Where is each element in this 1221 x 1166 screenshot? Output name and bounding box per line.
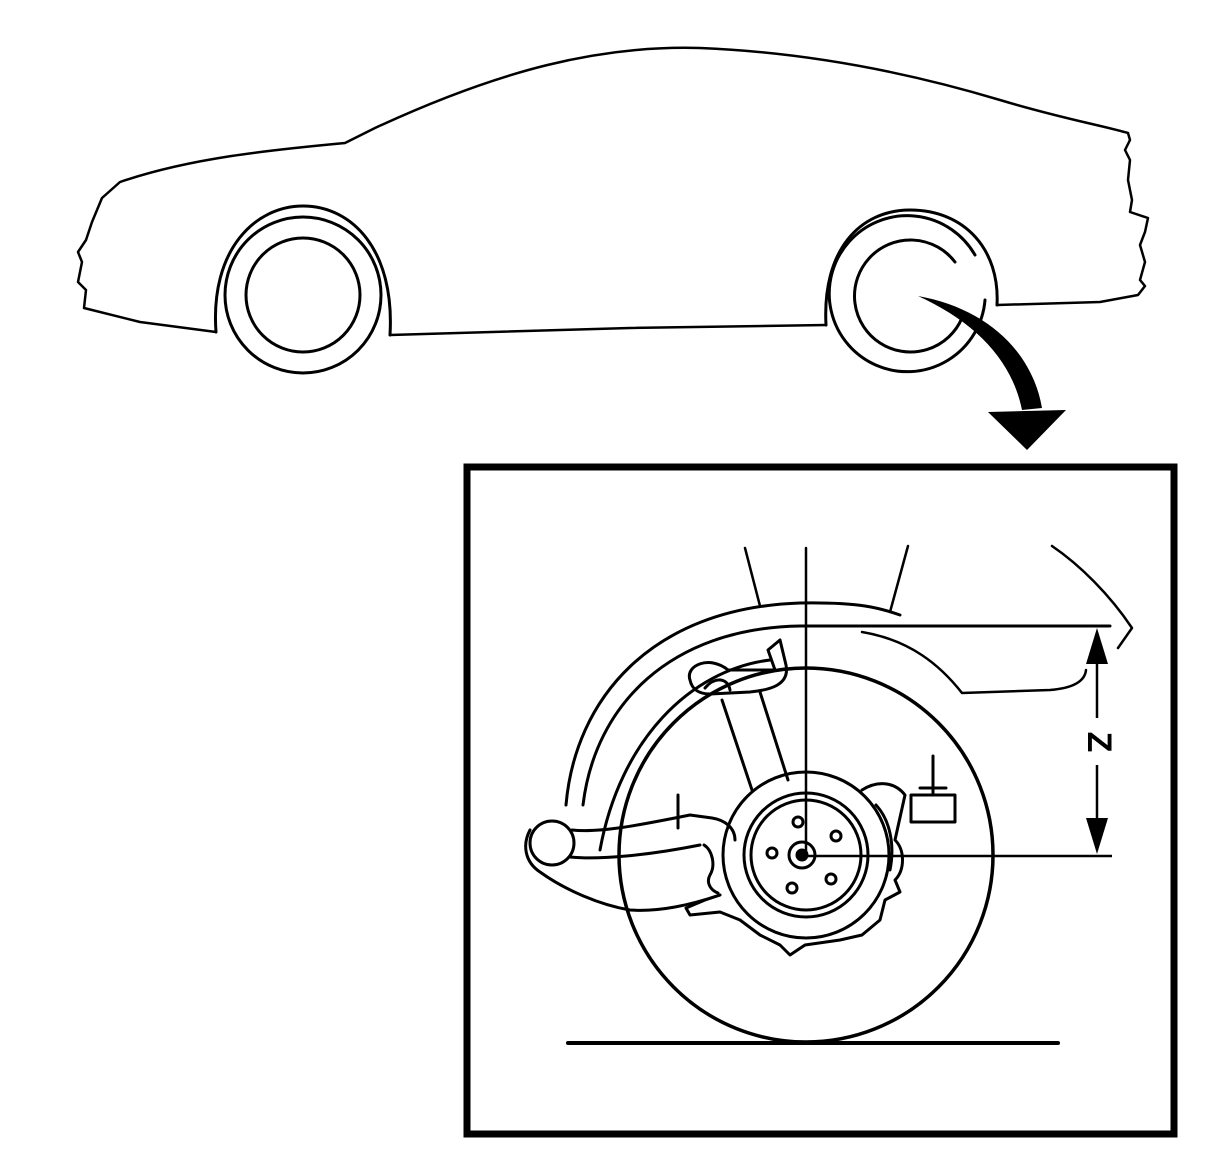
lug-bolt	[785, 881, 799, 895]
lug-bolt	[765, 846, 779, 860]
dimension-label: Z	[1080, 732, 1118, 753]
control-arm	[524, 793, 737, 912]
rear-wheel-tire	[827, 214, 987, 374]
lug-bolt	[791, 815, 805, 829]
wheel-well-lip	[860, 630, 1088, 695]
dim-arrow-down	[1086, 818, 1108, 854]
fender-edge	[1050, 544, 1134, 650]
brake-knuckle	[684, 754, 957, 957]
wheel-detail	[524, 544, 1134, 1045]
front-wheel-tire	[223, 215, 383, 375]
rear-wheel-rim	[853, 238, 964, 354]
car-sill-line	[388, 323, 828, 337]
detail-frame	[463, 463, 1178, 1138]
callout-arrow-shaft	[918, 296, 1042, 410]
body-line-left	[743, 546, 762, 608]
callout-arrow-head	[988, 410, 1066, 450]
car-body-outline	[76, 46, 1150, 334]
lug-bolt	[824, 872, 838, 886]
rear-wheel-arch	[824, 208, 999, 327]
dim-arrow-up	[1086, 628, 1108, 664]
front-wheel-rim	[244, 236, 362, 354]
car-side-view	[76, 46, 1150, 375]
body-line-right	[888, 544, 910, 614]
inner-wheel-well	[598, 658, 772, 852]
lug-bolt	[829, 829, 843, 843]
fender-arch-inner	[581, 624, 1112, 807]
dimension-z: Z	[806, 624, 1118, 858]
fender-arch-outer	[564, 601, 902, 807]
front-wheel-arch	[213, 204, 392, 337]
shock-absorber	[687, 638, 790, 792]
callout-arrow	[918, 296, 1066, 450]
